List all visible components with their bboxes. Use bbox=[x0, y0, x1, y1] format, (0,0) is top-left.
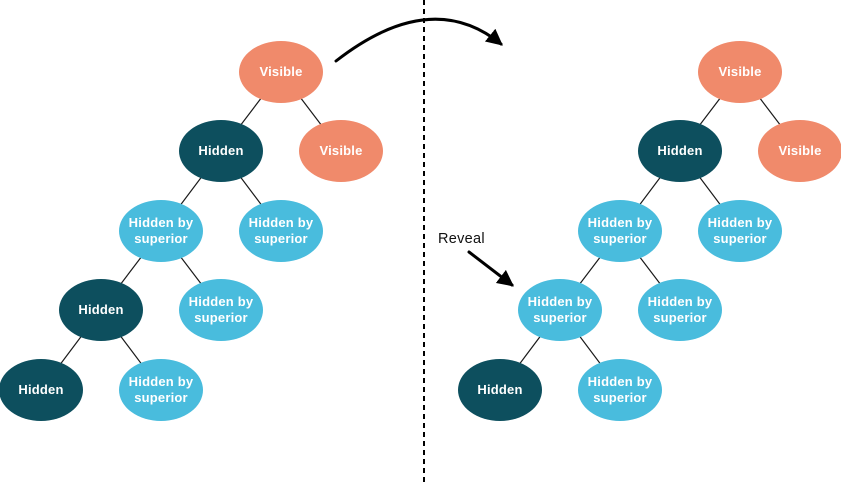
reveal-arrow bbox=[467, 250, 514, 287]
reveal-label: Reveal bbox=[438, 231, 485, 247]
left-tree-node-hidden-l2: Hidden bbox=[179, 120, 263, 182]
right-tree-node-hbs-l5-right: Hidden by superior bbox=[578, 359, 662, 421]
transition-arrow bbox=[334, 17, 503, 63]
left-tree-node-hbs-l5-right: Hidden by superior bbox=[119, 359, 203, 421]
left-tree-node-visible-l2: Visible bbox=[299, 120, 383, 182]
right-tree-node-hidden-l2: Hidden bbox=[638, 120, 722, 182]
right-tree-node-visible-l2: Visible bbox=[758, 120, 841, 182]
right-tree-node-hbs-l4-right: Hidden by superior bbox=[638, 279, 722, 341]
right-tree-node-hbs-l4-revealed: Hidden by superior bbox=[518, 279, 602, 341]
left-tree-node-hidden-l5: Hidden bbox=[0, 359, 83, 421]
right-tree-node-hbs-l3-left: Hidden by superior bbox=[578, 200, 662, 262]
left-tree-node-hbs-l3-left: Hidden by superior bbox=[119, 200, 203, 262]
left-tree-node-hbs-l3-right: Hidden by superior bbox=[239, 200, 323, 262]
right-tree-node-hidden-l5: Hidden bbox=[458, 359, 542, 421]
right-tree-node-hbs-l3-right: Hidden by superior bbox=[698, 200, 782, 262]
right-tree-node-root-visible: Visible bbox=[698, 41, 782, 103]
left-tree-node-hbs-l4-right: Hidden by superior bbox=[179, 279, 263, 341]
left-tree-node-root-visible: Visible bbox=[239, 41, 323, 103]
left-tree-node-hidden-l4: Hidden bbox=[59, 279, 143, 341]
